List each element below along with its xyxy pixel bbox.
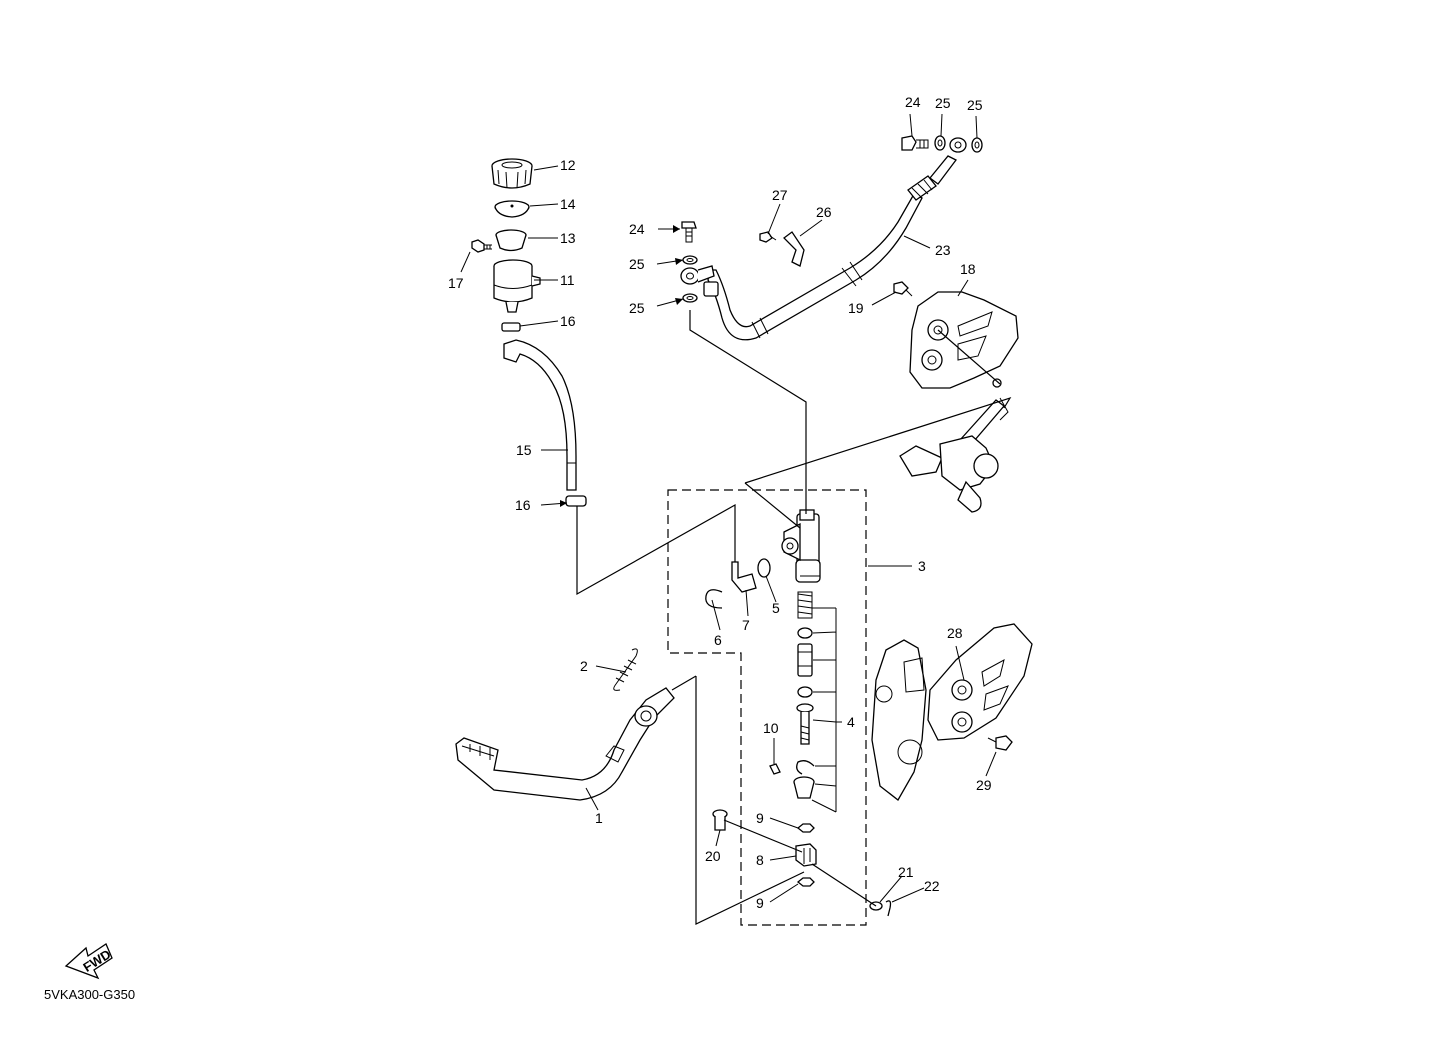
callout-2: 2 — [580, 658, 588, 674]
bolt-29[interactable] — [987, 735, 1013, 751]
callout-9-upper: 9 — [756, 810, 764, 826]
callout-28: 28 — [947, 625, 963, 641]
callout-25-d: 25 — [629, 300, 645, 316]
callout-18: 18 — [960, 261, 976, 277]
callout-13: 13 — [560, 230, 576, 246]
footrest-bracket-28[interactable] — [927, 623, 1033, 741]
callout-17: 17 — [448, 275, 464, 291]
footrest-bracket-18[interactable] — [909, 291, 1019, 389]
bolt-19[interactable] — [893, 281, 913, 297]
copper-washer-25-b[interactable] — [971, 137, 983, 153]
diagram-code: 5VKA300-G350 — [44, 987, 135, 1002]
leader-arrowheads — [560, 225, 683, 507]
nut-9-lower[interactable] — [796, 877, 815, 887]
piston[interactable] — [797, 643, 813, 677]
callout-1: 1 — [595, 810, 603, 826]
reservoir-11[interactable] — [493, 259, 541, 313]
diaphragm-plate-14[interactable] — [494, 200, 530, 218]
hose-joint-7[interactable] — [731, 561, 757, 593]
callout-20: 20 — [705, 848, 721, 864]
reservoir-hose-15[interactable] — [503, 339, 577, 491]
hose-clamp-16-lower[interactable] — [565, 495, 587, 507]
banjo-fitting-bottom[interactable] — [680, 265, 715, 285]
pin-10[interactable] — [769, 763, 781, 775]
fwd-arrow-icon: FWD — [64, 943, 113, 980]
callout-16-lower: 16 — [515, 497, 531, 513]
callout-12: 12 — [560, 157, 576, 173]
cup-primary[interactable] — [797, 627, 813, 639]
o-ring-5[interactable] — [757, 558, 771, 578]
heel-guard-frame — [871, 639, 927, 801]
copper-washer-25-c[interactable] — [682, 255, 698, 265]
assembly-boundary — [667, 489, 867, 926]
nut-9-upper[interactable] — [796, 823, 815, 833]
spring[interactable] — [797, 591, 813, 619]
clevis-8[interactable] — [795, 843, 817, 867]
callout-27: 27 — [772, 187, 788, 203]
callouts: 12 14 13 11 16 17 15 16 24 25 25 24 25 2… — [448, 94, 992, 911]
callout-22: 22 — [924, 878, 940, 894]
callout-7: 7 — [742, 617, 750, 633]
boot[interactable] — [793, 776, 815, 799]
callout-24-top: 24 — [905, 94, 921, 110]
callout-9-lower: 9 — [756, 895, 764, 911]
callout-11: 11 — [560, 272, 575, 288]
brake-pedal-1[interactable] — [455, 687, 675, 801]
cup-secondary[interactable] — [797, 686, 813, 698]
callout-14: 14 — [560, 196, 576, 212]
callout-16-upper: 16 — [560, 313, 576, 329]
callout-8: 8 — [756, 852, 764, 868]
callout-24-left: 24 — [629, 221, 645, 237]
bolt-27[interactable] — [759, 231, 777, 243]
callout-15: 15 — [516, 442, 532, 458]
union-bolt-24-top[interactable] — [901, 135, 929, 151]
callout-19: 19 — [848, 300, 864, 316]
callout-4: 4 — [847, 714, 855, 730]
hose-guide-26[interactable] — [783, 231, 805, 267]
copper-washer-25-d[interactable] — [682, 293, 698, 303]
callout-26: 26 — [816, 204, 832, 220]
callout-29: 29 — [976, 777, 992, 793]
callout-25-a: 25 — [935, 95, 951, 111]
diaphragm-13[interactable] — [495, 229, 527, 252]
callout-23: 23 — [935, 242, 951, 258]
union-bolt-24-left[interactable] — [681, 221, 697, 243]
pin-20[interactable] — [712, 809, 728, 831]
reservoir-cap-12[interactable] — [491, 158, 533, 189]
circlip-6[interactable] — [705, 589, 723, 609]
callout-3: 3 — [918, 558, 926, 574]
reference-lines — [576, 310, 1012, 925]
return-spring-2[interactable] — [613, 648, 638, 691]
push-rod[interactable] — [796, 703, 814, 745]
footpeg-assembly — [899, 397, 1009, 513]
banjo-fitting-top[interactable] — [949, 137, 967, 153]
callout-6: 6 — [714, 632, 722, 648]
callout-10: 10 — [763, 720, 779, 736]
master-cylinder-body[interactable] — [781, 509, 821, 583]
callout-5: 5 — [772, 600, 780, 616]
cotter-pin-22[interactable] — [885, 900, 892, 917]
callout-25-b: 25 — [967, 97, 983, 113]
copper-washer-25-a[interactable] — [934, 135, 946, 151]
circlip-internal[interactable] — [796, 760, 815, 775]
hose-clamp-16-upper[interactable] — [501, 322, 521, 332]
bolt-17[interactable] — [471, 239, 492, 253]
callout-25-c: 25 — [629, 256, 645, 272]
brake-hose-23[interactable] — [703, 155, 957, 341]
callout-21: 21 — [898, 864, 914, 880]
